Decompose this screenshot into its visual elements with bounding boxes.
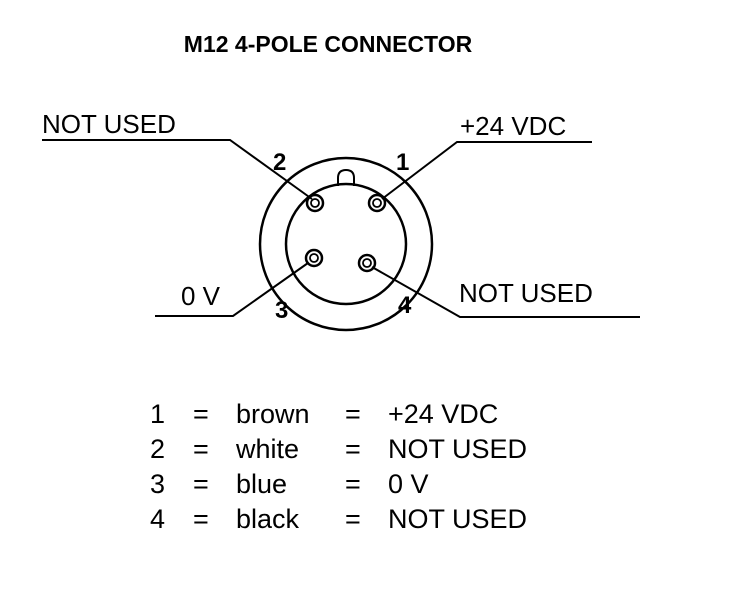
table-pin: 1: [150, 399, 165, 429]
table-equals: =: [193, 504, 209, 534]
outer-ring: [258, 156, 434, 332]
table-row: 4 = black = NOT USED: [150, 504, 527, 534]
label-top-left: NOT USED: [42, 109, 176, 139]
label-bottom-left: 0 V: [181, 281, 221, 311]
leader-top-right: [381, 141, 592, 200]
table-wire-color: brown: [236, 399, 310, 429]
pin-socket-1: [367, 193, 387, 213]
table-wire-color: white: [235, 434, 299, 464]
coding-key: [337, 168, 355, 186]
table-equals: =: [193, 399, 209, 429]
wiring-table: 1 = brown = +24 VDC 2 = white = NOT USED…: [150, 399, 527, 534]
pin-number-2: 2: [273, 149, 286, 176]
table-signal: NOT USED: [388, 434, 527, 464]
inner-ring: [284, 182, 408, 306]
pin-number-3: 3: [275, 297, 288, 324]
pin-socket-4: [357, 253, 377, 273]
table-equals: =: [345, 469, 361, 499]
label-bottom-right: NOT USED: [459, 278, 593, 308]
table-equals: =: [345, 434, 361, 464]
leader-bottom-left: [155, 262, 309, 317]
table-equals: =: [193, 434, 209, 464]
table-row: 1 = brown = +24 VDC: [150, 399, 498, 429]
table-pin: 2: [150, 434, 165, 464]
table-equals: =: [345, 504, 361, 534]
table-row: 2 = white = NOT USED: [150, 434, 527, 464]
table-signal: 0 V: [388, 469, 429, 499]
pin-socket-3: [304, 248, 324, 268]
table-equals: =: [193, 469, 209, 499]
leader-top-left: [42, 139, 313, 200]
table-equals: =: [345, 399, 361, 429]
label-top-right: +24 VDC: [460, 111, 566, 141]
table-pin: 3: [150, 469, 165, 499]
pin-number-1: 1: [396, 149, 409, 176]
leader-bottom-right: [371, 266, 640, 318]
leader-lines: [42, 139, 640, 318]
table-signal: +24 VDC: [388, 399, 498, 429]
table-wire-color: black: [236, 504, 300, 534]
table-row: 3 = blue = 0 V: [150, 469, 429, 499]
table-signal: NOT USED: [388, 504, 527, 534]
table-wire-color: blue: [236, 469, 287, 499]
diagram-title: M12 4-POLE CONNECTOR: [184, 31, 473, 57]
table-pin: 4: [150, 504, 165, 534]
pin-number-4: 4: [398, 292, 412, 319]
